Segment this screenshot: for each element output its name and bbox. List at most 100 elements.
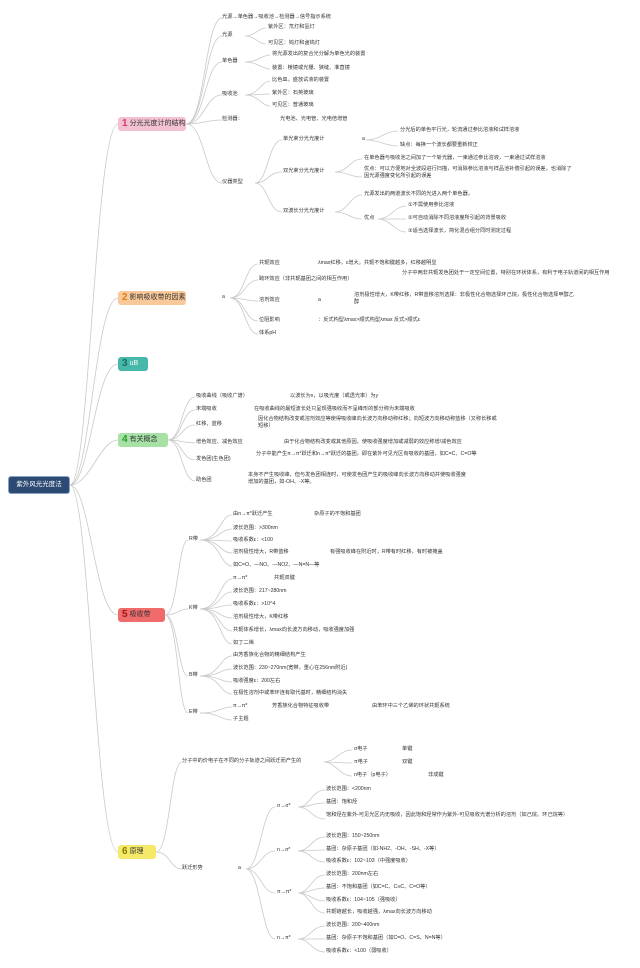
b1-dual-a2: ②可自动消除不同溶液度所引起的背景吸收 [408,215,507,221]
node-label: 原理 [129,848,144,855]
b6-s3-1: 波长范围：200nm左右 [326,871,379,877]
b1-dual: 双波长分光光度计 [283,208,325,214]
node-label: 分光光度计的结构 [129,120,186,127]
b5-R-1b: 杂原子的不饱和基团 [314,511,361,517]
b4-end: 末端吸收 [196,406,217,412]
b6-s2: n→σ* [277,847,291,853]
b6-sigma-e: σ电子 [354,746,368,752]
b5-K-5: 共轭体系增长，λmax向长波方向移动，吸收强度加强 [233,627,355,633]
b1-dual-1: 光源发出的两道波长不同的光进入两个单色器， [364,191,473,197]
b5-E-2: 子主题 [233,716,249,722]
b1-cell-1: 比色皿，盛放试液的装置 [272,77,330,83]
b6-s4-3: 吸收系数ε：<100（弱吸收） [326,948,392,954]
b5-K-2: 波长范围：217~280nm [233,588,287,594]
b5-K-1b: 共轭双键 [274,575,295,581]
b1-double-1: 在单色器与吸收池之间加了一个斩光器，一束通过参比溶液，一束通过试样溶液 [364,155,546,161]
b1-cell: 吸收池 [222,91,238,97]
b1-single-adv: 分光后的单色平行光，轮流通过参比溶液和试样溶液 [400,127,520,133]
b5-E: E带 [189,709,198,715]
b4-shift: 红移、蓝移 [196,421,222,427]
node-label: 吸收带 [129,611,151,618]
b5-K-4: 溶剂极性增大，K带红移 [233,614,289,620]
b2-steric-d: ：反式构型λmax>顺式构型λmax 反式>顺式ε [318,317,421,323]
b1-dual-a1: ①不需使用参比溶液 [408,202,455,208]
b5-R-5: 如C=O、—NO、—NO2、—N=N—等 [233,562,320,568]
b1-dual-a3: ③适当选择波长，简化混合组分同时测定过程 [408,228,512,234]
node-label: 有关概念 [129,436,158,443]
b6-s3-4: 共轭链越长，吸收越强，λmax向长波方向移动 [326,909,432,915]
b5-R-4b: 有强吸收峰在附近时，R带有时红移，有时被掩盖 [330,549,443,555]
b4-shift-d: 因化合物结构改变或溶剂效应等使得吸收峰向长波方向移动称红移；向短波方向移动称蓝移… [258,416,497,429]
b1-mono-parts: 装置：棱镜或光栅、狭缝、准直镜 [272,65,350,71]
b4-hyper: 增色效应、减色效应 [196,439,243,445]
b5-B-3: 吸收强度ε：200左右 [233,678,281,684]
b6-top: 分子中的价电子在不同的分子轨道之间跃迁而产生的 [182,758,302,764]
b6-s2-2: 基团：杂原子基团（如-NH2、-OH、-SH、-X等） [326,846,440,852]
b2-ph: 体系pH [259,330,277,336]
b6-s3-3: 吸收系数ε：104~105（强吸收） [326,897,401,903]
b2-solv: 溶剂效应 [259,297,280,303]
node-number: 5 [122,609,128,620]
b6-s2-3: 吸收系数ε：102~103（中强度吸收） [326,858,411,864]
b2-conj: 共轭效应 [259,260,280,266]
b6-n-k: 非成键 [428,772,444,778]
b6-s4-1: 波长范围：200~400nm [326,922,380,928]
b5-R-1: 由n→π*跃迁产生 [233,511,273,517]
b6-pi-k: 双键 [402,759,413,765]
b2-steric: 位阻影响 [259,317,280,323]
b4-curve: 吸收曲线（吸收广谱） [196,393,248,399]
b6-n-e: n电子（p电子） [354,772,391,778]
b5-E-1c: 由苯环中三个乙烯的环状共轭系统 [372,703,450,709]
node-number: 2 [122,292,128,303]
b2-ring: 跨环效应（非共轭基团之间的相互作用） [259,276,353,282]
b6-s4: n→π* [277,935,291,941]
node-number: 4 [122,434,128,445]
b6-s1-3: 饱和烃在紫外-可见光区内无吸收，因此饱和烃常作为紫外-可见吸收光谱分析的溶剂（如… [326,812,569,818]
b2-solv-a: a [318,297,321,303]
b4-chrom-d: 分子中能产生π→π*跃迁和n→π*跃迁的基团，即在紫外可见光区有吸收的基团，如C… [256,451,477,457]
b1-double: 双光束分光光度计 [283,168,325,174]
b1-double-2: 优点：可以方便地对全波段进行扫描，可消除参比溶液与样品池补偿引起的误差，也消除了… [364,166,572,179]
b6-s4-2: 基团：杂原子不饱和基团（如C=O、C=S、N=N等） [326,935,446,941]
b5-K: K带 [189,605,198,611]
b1-cell-3: 可见区：普通玻璃 [272,102,314,108]
b4-auxo: 助色团 [196,477,212,483]
b1-det-desc: 光电池、光电管、光电倍增管 [280,116,348,122]
b4-hyper-d: 由于化合物结构改变或其他原因，使吸收强度增加或减弱的效应称增/减色效应 [284,439,462,445]
root-node[interactable]: 紫外风光光度法 [8,476,70,494]
node-label: 影响吸收带的因素 [129,294,186,301]
b5-K-6: 如丁二烯 [233,640,254,646]
b5-B: B带 [189,672,198,678]
b5-K-3: 吸收系数ε：>10^4 [233,601,276,607]
b6-sigma-k: 单键 [402,746,413,752]
b1-det: 检测器： [222,116,243,122]
b2-conj-d: λmax红移，ε增大。共轭不饱和键越多，红移越明显 [318,260,437,266]
b2-ring-d: 分子中两非共轭发色团处于一定空间位置，特别在环状体系，有利于电子轨道间的相互作用 [402,270,610,276]
b6-s2-1: 波长范围：150~250nm [326,833,380,839]
b5-R-2: 波长范围：>300nm [233,525,278,531]
b2-solv-d: 溶剂极性增大，K带红移，R带蓝移溶剂选择：非极性化合物选择环己烷，极性化合物选择… [354,292,574,305]
b1-single-a: a [362,136,365,142]
b1-mono-desc: 将光源发出的复合光分解为单色光的装置 [272,51,366,57]
b1-source-vis: 可见区：钨灯和卤钨灯 [268,40,320,46]
b1-source-uv: 紫外区：氘灯和氢灯 [268,24,315,30]
b1-single-dis: 缺点：每换一个波长都要重新校正 [400,142,478,148]
b5-R-3: 吸收系数ε：<100 [233,537,273,543]
b5-K-1: π→π* [233,575,248,581]
b5-B-4: 在极性溶剂中或苯环连有取代基时，精细结构消失 [233,690,348,696]
node-label: uB [129,360,139,367]
node-number: 6 [122,846,128,857]
b5-E-1b: 芳香族化合物特征吸收带 [272,703,330,709]
b5-B-1: 由芳香族化合物的精细结构产生 [233,652,306,658]
b5-B-2: 波长范围：230~270nm(宽带，重心在256nm附近) [233,665,348,671]
node-number: 1 [122,118,128,129]
node-number: 3 [122,358,128,369]
b6-s1-2: 基团：饱和烃 [326,799,358,805]
b4-end-d: 在吸收曲线的最短波长处只呈现强吸收而不呈峰形的部分称为末端吸收 [254,406,415,412]
